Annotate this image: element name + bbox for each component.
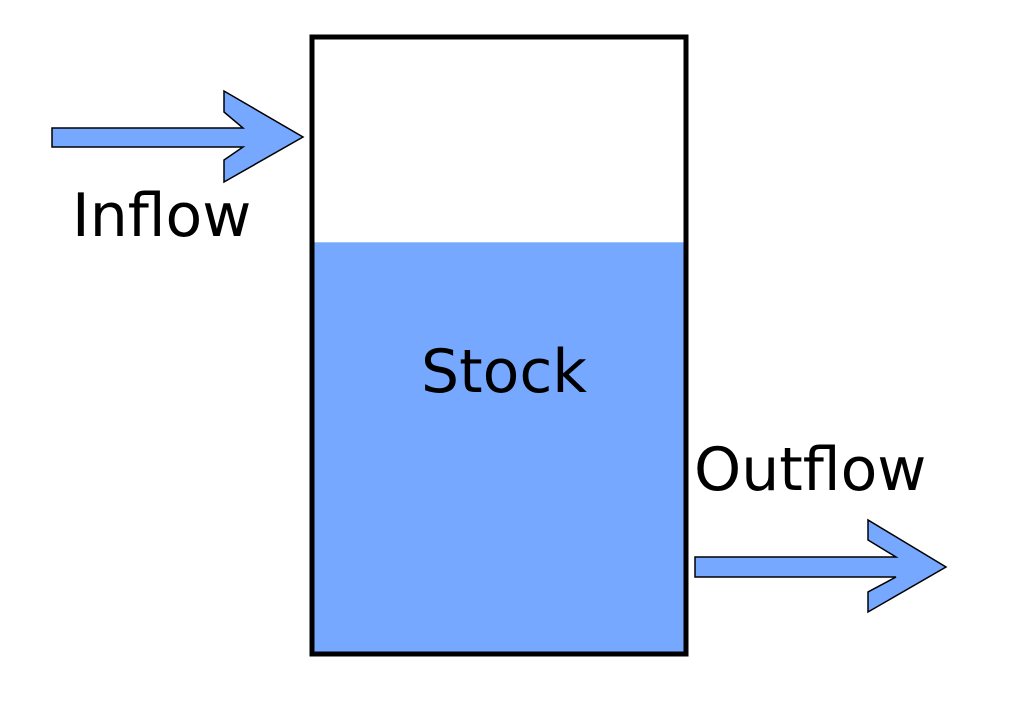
- inflow-arrow-icon: [52, 91, 303, 182]
- stock-label: Stock: [421, 337, 587, 407]
- inflow-label: Inflow: [72, 181, 251, 251]
- stock-fill: [313, 242, 685, 653]
- outflow-arrow-icon: [695, 520, 946, 612]
- outflow-label: Outflow: [694, 435, 926, 505]
